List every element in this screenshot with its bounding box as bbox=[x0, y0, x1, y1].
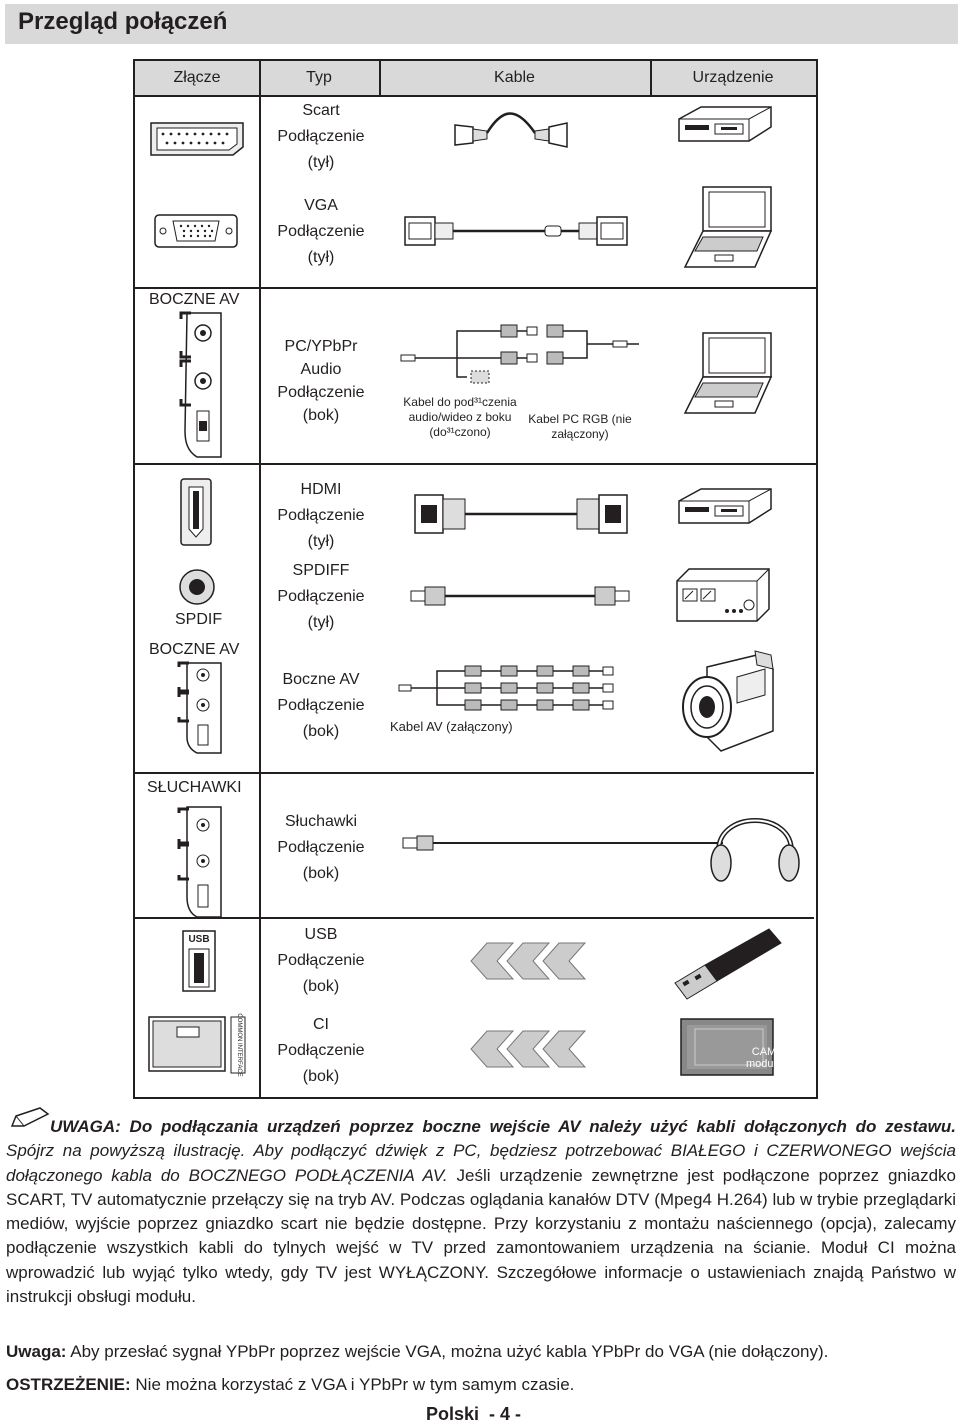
usb-port-icon: USB bbox=[182, 930, 216, 992]
svg-text:USB: USB bbox=[188, 934, 209, 945]
laptop-icon bbox=[683, 332, 773, 414]
side-av-panel-icon bbox=[177, 661, 222, 754]
divider bbox=[135, 463, 816, 465]
vga-cable-icon bbox=[404, 216, 628, 246]
av-cable-icon bbox=[400, 324, 639, 384]
vga-connector-icon bbox=[154, 214, 238, 248]
scart-connector-icon bbox=[150, 122, 244, 156]
ostrzezenie-note: OSTRZEŻENIE: Nie można korzystać z VGA i… bbox=[6, 1375, 575, 1394]
divider bbox=[814, 772, 816, 1097]
label-sluchawki: SŁUCHAWKI bbox=[147, 779, 242, 796]
divider bbox=[259, 61, 261, 1097]
table-header: Złącze Typ Kable Urządzenie bbox=[135, 61, 816, 97]
col-typ: Typ bbox=[306, 69, 332, 86]
headphones-icon bbox=[710, 818, 800, 882]
hdmi-cable-icon bbox=[414, 494, 628, 534]
label-boczne-av-2: BOCZNE AV bbox=[149, 641, 240, 658]
page-footer: Polski - 4 - bbox=[426, 1404, 522, 1424]
divider bbox=[379, 61, 381, 97]
cam-module-icon bbox=[680, 1018, 774, 1076]
ci-slot-icon: COMMON INTERFACE bbox=[148, 1013, 246, 1077]
arrow-chevrons-icon bbox=[470, 942, 587, 980]
divider bbox=[135, 772, 816, 774]
col-zlacze: Złącze bbox=[173, 69, 221, 86]
usb-stick-icon bbox=[674, 928, 782, 1000]
col-urzadzenie: Urządzenie bbox=[692, 69, 774, 86]
spdif-jack-icon bbox=[179, 569, 215, 605]
cable-note-av-included: Kabel AV (załączony) bbox=[390, 719, 513, 734]
page-title: Przegląd połączeń bbox=[18, 8, 228, 35]
arrow-chevrons-icon bbox=[470, 1030, 587, 1068]
dvd-player-icon bbox=[678, 488, 772, 524]
dvd-player-icon bbox=[678, 106, 772, 142]
label-boczne-av-1: BOCZNE AV bbox=[149, 291, 240, 308]
headphone-cable-icon bbox=[402, 835, 723, 851]
ci-label: COMMON INTERFACE bbox=[236, 1013, 242, 1076]
amplifier-icon bbox=[676, 568, 770, 622]
divider bbox=[135, 287, 816, 289]
header-bar bbox=[5, 4, 958, 44]
laptop-icon bbox=[683, 186, 773, 268]
uwaga-note: Uwaga: Aby przesłać sygnał YPbPr poprzez… bbox=[6, 1342, 829, 1361]
hdmi-connector-icon bbox=[180, 478, 212, 546]
camcorder-icon bbox=[682, 650, 774, 752]
warning-note: UWAGA: Do podłączania urządzeń poprzez b… bbox=[6, 1117, 956, 1307]
pencil-note-icon bbox=[10, 1107, 50, 1127]
side-av-panel-icon bbox=[179, 311, 222, 458]
divider bbox=[650, 61, 652, 97]
col-kable: Kable bbox=[494, 69, 535, 86]
scart-cable-icon bbox=[454, 112, 568, 148]
spdif-cable-icon bbox=[410, 586, 630, 606]
label-spdif: SPDIF bbox=[175, 611, 223, 628]
divider bbox=[135, 917, 816, 919]
av-cable-icon bbox=[398, 665, 614, 711]
side-av-panel-icon bbox=[177, 806, 222, 918]
